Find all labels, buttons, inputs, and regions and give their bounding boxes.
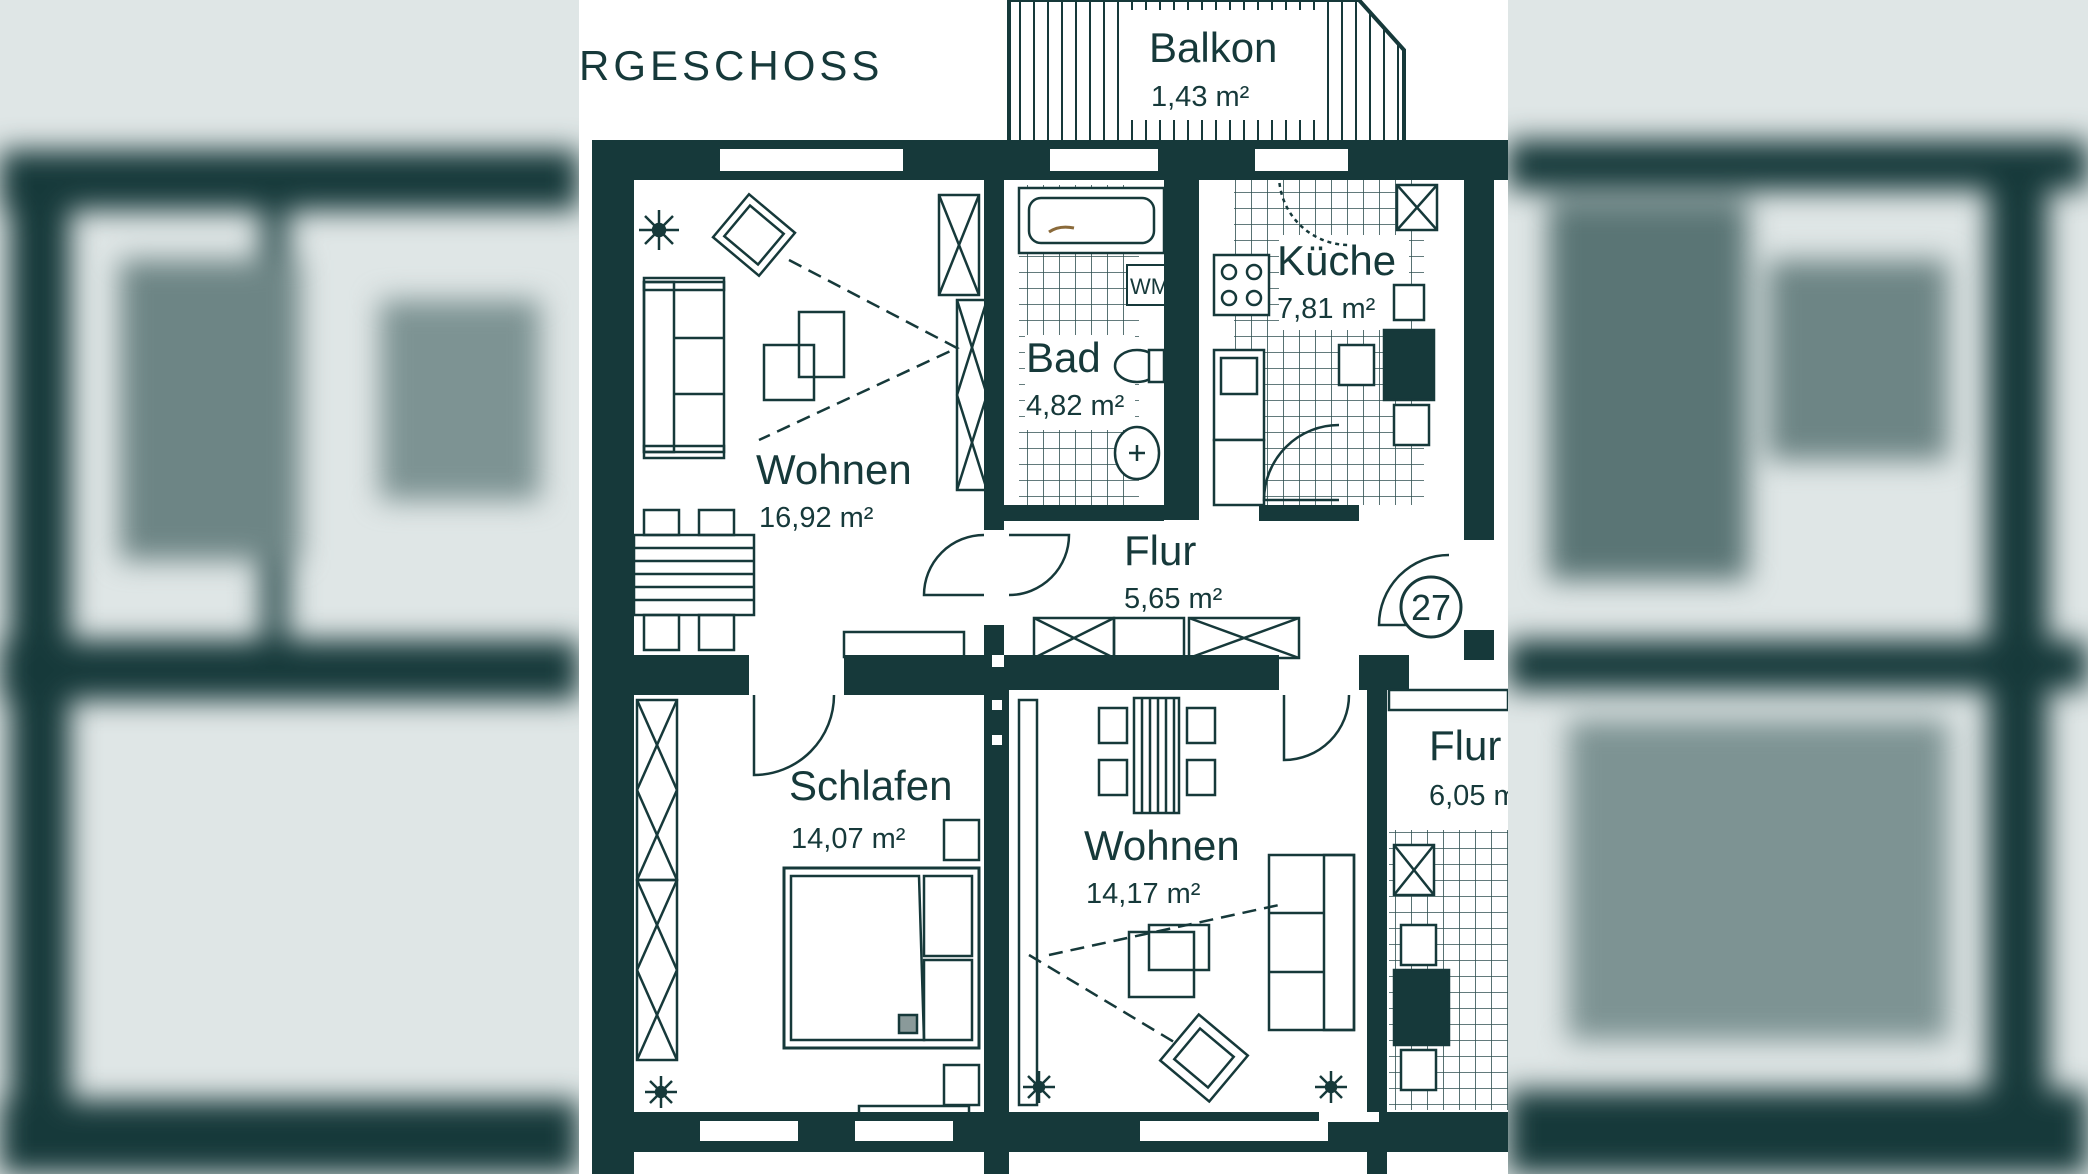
tv-sightline <box>758 258 960 442</box>
plant-icon-wohnen2b <box>1315 1071 1347 1103</box>
chair-icon <box>1399 923 1438 967</box>
plant-icon-schlafen <box>645 1076 677 1108</box>
door-swing-icon-wohnen2 <box>1282 694 1351 762</box>
kueche-name: Küche <box>1277 237 1396 284</box>
nightstand-icon-2 <box>942 1063 981 1107</box>
wohnen2-name: Wohnen <box>1084 822 1240 869</box>
table-icon <box>762 310 846 402</box>
door-swing-icon-flur <box>1008 533 1071 597</box>
sofa-icon-wohnen2 <box>1267 853 1356 1032</box>
balkon-area-label: 1,43 m² <box>1151 81 1250 113</box>
flur2-name: Flur <box>1429 722 1501 769</box>
wardrobe-icon-schlafen <box>635 698 679 1062</box>
windows-top <box>718 147 1350 173</box>
balkon-name: Balkon <box>1149 24 1277 71</box>
flur2-shelf <box>1387 688 1508 712</box>
blurred-background-left <box>0 0 579 1174</box>
wohnen1-name: Wohnen <box>756 446 912 493</box>
bad-area: 4,82 m² <box>1026 390 1125 422</box>
fridge-icon-2 <box>1392 843 1436 897</box>
column-holes <box>992 655 1004 745</box>
stove-icon <box>1212 253 1271 317</box>
balcony-door-swing <box>1277 174 1350 247</box>
kitchen-sink-icon <box>1212 348 1266 442</box>
kitchen-counter <box>1212 438 1266 507</box>
wardrobe-icon <box>937 193 989 492</box>
schlafen-area: 14,07 m² <box>791 823 906 855</box>
bad-name: Bad <box>1026 334 1101 381</box>
armchair-icon-wohnen2 <box>1158 1012 1250 1104</box>
door-swing-icon <box>922 533 985 597</box>
plant-icon-wohnen2 <box>1023 1071 1055 1103</box>
floor-plan: RGESCHOSS Balkon 1,43 m² <box>579 0 1508 1174</box>
dining-table-icon-wohnen2 <box>1097 696 1217 815</box>
balkon-area <box>1007 0 1406 140</box>
table-icon-wohnen2 <box>1127 923 1211 999</box>
door-swing-icon-kueche <box>1262 423 1340 502</box>
schlafen-name: Schlafen <box>789 762 952 809</box>
toilet-icon <box>1113 348 1166 384</box>
flur2-area: 6,05 m <box>1429 780 1508 812</box>
tv-sightline-2 <box>1048 903 1280 957</box>
kueche-area: 7,81 m² <box>1277 293 1376 325</box>
bed-icon <box>782 866 981 1050</box>
flur1-name: Flur <box>1124 527 1196 574</box>
plant-icon <box>639 210 679 250</box>
nightstand-icon <box>942 818 981 862</box>
dining-table-icon <box>632 508 756 652</box>
door-swing-icon-schlafen <box>752 694 836 777</box>
tv-sightline-3 <box>1028 953 1180 1047</box>
wohnen2-area: 14,17 m² <box>1086 878 1201 910</box>
windows-bottom <box>698 1119 1330 1143</box>
radiator-icon-schlafen <box>857 1104 971 1116</box>
flur1-area: 5,65 m² <box>1124 583 1223 615</box>
entry-door-swing <box>1377 553 1450 627</box>
armchair-icon <box>711 192 797 278</box>
floor-label: RGESCHOSS <box>579 42 883 89</box>
blurred-background-right <box>1508 0 2088 1174</box>
wm-label: WM <box>1130 274 1169 299</box>
bathtub-icon <box>1017 186 1166 255</box>
radiator-icon <box>842 630 966 659</box>
chair-icon-2 <box>1399 1048 1438 1092</box>
kitchen-table-icon-2 <box>1392 968 1451 1047</box>
kitchen-table-icon <box>1337 283 1436 447</box>
wohnen1-area: 16,92 m² <box>759 502 874 534</box>
wardrobe-icon-flur <box>1032 616 1301 660</box>
sofa-icon <box>642 276 726 460</box>
shelf-icon <box>1017 698 1039 1107</box>
unit-number-badge <box>1399 575 1463 639</box>
sink-icon <box>1113 425 1161 481</box>
fridge-icon <box>1395 183 1439 232</box>
unit-number: 27 <box>1411 587 1451 628</box>
